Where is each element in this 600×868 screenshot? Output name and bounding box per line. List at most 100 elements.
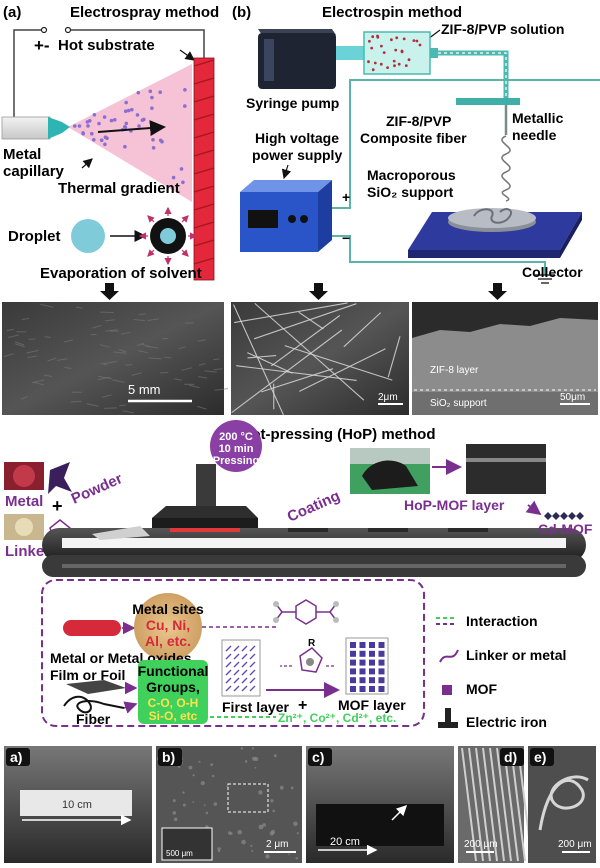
fiber-icon <box>63 695 125 714</box>
first-layer-label: First layer <box>222 699 289 715</box>
carboxyl-o-2 <box>273 617 279 623</box>
scale-label-a: 5 mm <box>128 382 161 397</box>
photo-d-label: d) <box>504 749 517 765</box>
legend-iron-label: Electric iron <box>466 714 547 730</box>
linker-powder-grain <box>15 518 33 536</box>
pressed-sample-3 <box>448 528 488 532</box>
linker-label: Linker <box>5 543 50 560</box>
syringe-outlet <box>430 48 438 58</box>
fiber-to-groups-arrow <box>123 701 138 714</box>
spray-cone <box>68 64 192 202</box>
scale-label-b2: 50μm <box>560 392 585 403</box>
hop-mof-sem <box>466 444 546 494</box>
droplet-label: Droplet <box>8 228 61 245</box>
pressed-sample-1 <box>288 528 328 532</box>
droplet-icon <box>71 219 105 253</box>
hv-label-line2: power supply <box>252 147 342 163</box>
syringe-barrel <box>363 31 431 75</box>
spray-direction-arrow <box>97 120 166 137</box>
down-arrow-b1 <box>309 283 328 300</box>
circuit-wire-right <box>71 29 205 58</box>
pressing-conditions-badge <box>210 420 262 472</box>
metal-sites-label: Metal sites <box>132 601 204 617</box>
metal-list-line1: Cu, Ni, <box>146 617 190 633</box>
sio2-layer-label: SiO₂ support <box>430 398 487 409</box>
down-arrow-a <box>100 283 119 300</box>
cd-mof-label: Cd-MOF <box>538 521 593 537</box>
panel-a-title: Electrospray method <box>70 4 219 21</box>
mof-layer-label: MOF layer <box>338 697 406 713</box>
photo-e-scale: 200 μm <box>558 839 592 850</box>
vapor-arrows <box>138 206 198 266</box>
carboxyl-o-1 <box>273 601 279 607</box>
carboxyl-o-4 <box>333 617 339 623</box>
sem-image-a <box>2 302 224 415</box>
mof-grid <box>350 642 385 692</box>
metal-powder-grain <box>13 465 35 487</box>
cd-mof-chain <box>544 512 584 520</box>
belt-gap <box>62 538 566 548</box>
plus-terminal-label: + <box>342 189 350 205</box>
collector-edge <box>408 250 560 258</box>
positive-wire <box>332 79 600 209</box>
needle-holder <box>456 98 520 105</box>
mechanism-dashed-box <box>41 579 425 727</box>
scale-label-b1: 2μm <box>378 392 398 403</box>
legend-iron-handle <box>445 708 451 722</box>
imidazole-molecule <box>299 647 323 673</box>
zif8-layer-cross-section <box>412 318 598 415</box>
photo-b-inset <box>161 827 213 861</box>
hv-box-side <box>318 180 332 252</box>
coating-label: Coating <box>285 487 343 525</box>
iron-handle <box>196 464 216 506</box>
bottom-photo-strip: 10 cm a) 500 μm 2 μm b) 20 cm c) 200 μm … <box>4 746 596 863</box>
metal-capillary <box>1 116 51 140</box>
substrate-pointer-arrow <box>179 49 195 61</box>
photo-e-label-bg <box>530 748 554 766</box>
spray-droplets <box>73 88 187 185</box>
photo-c-pointer <box>391 804 408 821</box>
thermal-gradient-label: Thermal gradient <box>58 180 180 197</box>
deposited-fiber <box>473 208 512 224</box>
down-arrow-b2 <box>488 283 507 300</box>
iron-plate <box>152 518 258 528</box>
powder-label: Powder <box>69 470 126 508</box>
hot-substrate-label: Hot substrate <box>58 37 155 54</box>
panel-c: (c) Hot-pressing (HoP) method Metal + Li… <box>4 420 593 730</box>
pressing-label: Pressing <box>213 455 259 467</box>
metal-foil-icon <box>63 620 121 636</box>
photo-a-label: a) <box>10 749 22 765</box>
hv-knob-2 <box>300 215 308 223</box>
metal-oxides-line2: Film or Foil <box>50 667 125 683</box>
panel-b-label: (b) <box>232 4 251 21</box>
sio2-support-cross-section <box>412 392 598 415</box>
droplet-core <box>160 228 176 244</box>
hv-box-top <box>240 180 332 192</box>
syringe-plunger <box>336 46 364 60</box>
metal-sites-bubble <box>134 593 202 661</box>
functional-groups-box <box>138 660 208 724</box>
functional-line1: Functional <box>138 663 209 679</box>
fg-list-line1: C-O, O-H <box>148 696 199 710</box>
photo-a-label-bg <box>6 748 30 766</box>
imidazole-charge <box>306 658 314 666</box>
hop-mof-label: HoP-MOF layer <box>404 497 505 513</box>
photo-b-inset-scale: 500 μm <box>166 849 193 858</box>
plus-minus-symbol: +- <box>34 36 50 55</box>
support-label-line1: Macroporous <box>367 167 456 183</box>
evaporation-label: Evaporation of solvent <box>40 265 202 282</box>
coated-sample <box>362 460 418 490</box>
coating-photo-background <box>350 448 430 464</box>
temperature-label: 200 °C <box>219 431 253 443</box>
gradient-pointer-arrow <box>81 158 93 169</box>
metal-label: Metal <box>5 493 43 510</box>
r-group-label: R <box>308 638 316 649</box>
functional-line2: Groups, <box>146 679 200 695</box>
zif8-layer-label: ZIF-8 layer <box>430 365 479 376</box>
circuit-wire-left <box>13 29 42 118</box>
hop-to-cdmof-arrow <box>525 500 542 516</box>
iron-body <box>152 506 258 518</box>
fiber-label: Fiber <box>76 711 111 727</box>
powder-on-belt <box>92 526 150 540</box>
